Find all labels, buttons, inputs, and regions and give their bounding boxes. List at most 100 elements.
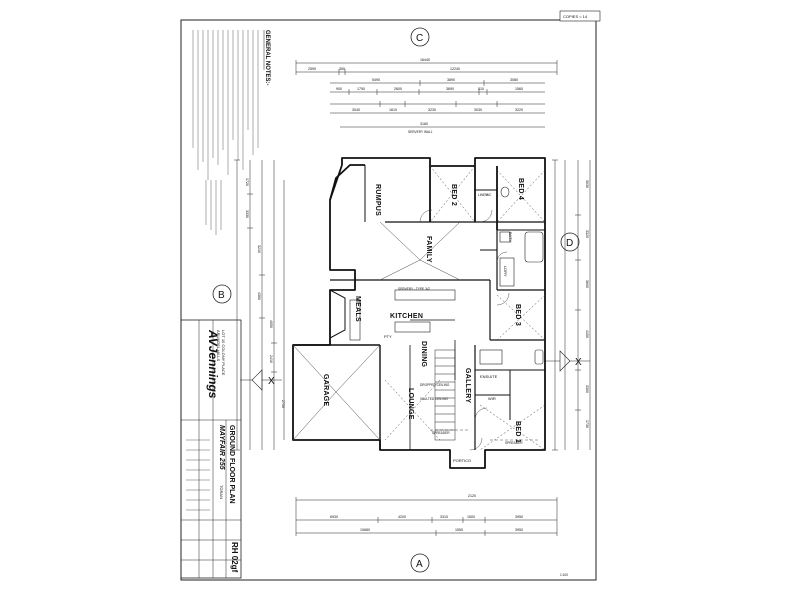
dim-left-1: 3330 bbox=[245, 210, 249, 218]
grid-marker-top bbox=[410, 27, 430, 47]
spreader-label-1: SPREADER bbox=[432, 431, 450, 435]
dim-top-r5-1: 1610 bbox=[389, 108, 397, 112]
grid-marker-right-label: D bbox=[566, 238, 573, 249]
pantry-label: PTY bbox=[384, 334, 392, 339]
dim-right-2: 3600 bbox=[585, 280, 589, 288]
grid-marker-left bbox=[212, 284, 232, 304]
door-swings bbox=[419, 209, 510, 451]
dim-right-3: 4150 bbox=[585, 330, 589, 338]
room-bath: BATH bbox=[508, 232, 513, 242]
bottom-dimensions bbox=[295, 497, 558, 536]
right-dimensions bbox=[552, 159, 591, 451]
room-wir: WIR bbox=[488, 396, 496, 401]
room-laundry: LDRY bbox=[503, 266, 508, 277]
dim-bottom-r1-0: 6930 bbox=[330, 515, 338, 519]
dim-right-1: 3320 bbox=[585, 230, 589, 238]
dropped-ceiling-label: DROPPED CEILING bbox=[420, 383, 450, 387]
grid-marker-left-label: B bbox=[218, 290, 225, 301]
room-gallery: GALLERY bbox=[464, 368, 471, 403]
scale-note: 1:100 bbox=[560, 573, 568, 577]
room-garage: GARAGE bbox=[322, 374, 329, 407]
dim-left-0: 1720 bbox=[245, 178, 249, 186]
general-notes-heading: GENERAL NOTES:- bbox=[264, 30, 270, 86]
section-marker-right: X bbox=[545, 350, 590, 372]
room-kitchen: KITCHEN bbox=[390, 313, 423, 320]
dim-left-5: 2410 bbox=[269, 355, 273, 363]
grid-marker-top-label: C bbox=[416, 33, 423, 44]
dim-bottom-r2-2: 3950 bbox=[515, 528, 523, 532]
room-rumpus: RUMPUS bbox=[374, 184, 381, 216]
dim-bottom-r1-2: 3310 bbox=[440, 515, 448, 519]
room-linen: LINEN bbox=[478, 193, 488, 197]
room-dining: DINING bbox=[420, 341, 427, 368]
wc-label: WC bbox=[486, 193, 492, 197]
dim-top-r2-1: 350 bbox=[339, 67, 345, 71]
room-family: FAMILY bbox=[425, 236, 432, 263]
left-dimensions bbox=[234, 159, 285, 451]
dim-top-r3-2: 3080 bbox=[510, 78, 518, 82]
room-portico: PORTICO bbox=[453, 458, 471, 463]
title-block: AVJennings LOT 10 COLONY PLACE ARUNDEL H… bbox=[180, 319, 242, 579]
dim-bottom-r1-4: 3950 bbox=[515, 515, 523, 519]
copies-stamp: COPIES = 14 bbox=[563, 14, 588, 19]
room-bed3: BED 3 bbox=[514, 304, 521, 326]
plan-title: GROUND FLOOR PLAN bbox=[228, 425, 235, 504]
dim-top-r3-0: 5490 bbox=[372, 78, 380, 82]
dim-top-r4-5: 1560 bbox=[515, 87, 523, 91]
dim-top-r4-1: 1750 bbox=[357, 87, 365, 91]
room-bed4: BED 4 bbox=[517, 178, 524, 200]
dim-top-r4-0: 900 bbox=[336, 87, 342, 91]
general-notes: GENERAL NOTES:- bbox=[192, 30, 270, 235]
dim-top-r6-0: 3160 bbox=[420, 122, 428, 126]
dim-top-r5-2: 3230 bbox=[428, 108, 436, 112]
dim-bottom-r0-0: 2120 bbox=[468, 494, 476, 498]
grid-marker-right bbox=[560, 232, 580, 252]
section-marker-right-label: X bbox=[575, 357, 582, 368]
room-ensuite: ENSUITE bbox=[480, 374, 498, 379]
bathroom-fixtures bbox=[479, 186, 544, 365]
lot-line: LOT 10 COLONY PLACE bbox=[221, 330, 226, 376]
roof-hip-lines bbox=[292, 165, 546, 451]
dim-left-6: 2750 bbox=[281, 400, 285, 408]
dim-top-r5-4: 3220 bbox=[515, 108, 523, 112]
sheet-number: RH 02gf bbox=[230, 542, 239, 573]
copies-box bbox=[559, 10, 601, 22]
dim-bottom-r2-0: 10680 bbox=[360, 528, 370, 532]
dim-top-r2-0: 2590 bbox=[308, 67, 316, 71]
facade-name: TORAN bbox=[219, 485, 224, 499]
dim-top-r4-4: 510 bbox=[478, 87, 484, 91]
dim-bottom-r1-1: 4200 bbox=[398, 515, 406, 519]
servery-wall-label: SERVERY WALL bbox=[408, 130, 433, 134]
room-bed2: BED 2 bbox=[450, 184, 457, 206]
dim-top-r5-0: 3040 bbox=[352, 108, 360, 112]
dim-bottom-r1-3: 1500 bbox=[467, 515, 475, 519]
section-marker-left: X bbox=[240, 369, 282, 391]
dim-right-0: 3030 bbox=[585, 180, 589, 188]
vaulted-ceiling-label: VAULTED CEILING bbox=[420, 397, 448, 401]
dim-top-r2-2: 12240 bbox=[450, 67, 460, 71]
room-lounge: LOUNGE bbox=[407, 388, 414, 420]
spreader-label-2: SPREADER bbox=[505, 441, 523, 445]
room-bed1: BED 1 bbox=[514, 421, 521, 443]
brand-logo-text: AVJennings bbox=[206, 329, 220, 399]
section-marker-left-label: X bbox=[268, 376, 275, 387]
dim-top-r3-1: 3890 bbox=[447, 78, 455, 82]
dim-top-r4-2: 2600 bbox=[394, 87, 402, 91]
dim-right-5: 1730 bbox=[585, 420, 589, 428]
sheet-border bbox=[180, 19, 597, 581]
dim-bottom-r2-1: 1550 bbox=[455, 528, 463, 532]
design-name: MAYFAIR 255 bbox=[218, 425, 225, 470]
dim-top-r5-3: 3030 bbox=[474, 108, 482, 112]
dim-right-4: 3300 bbox=[585, 385, 589, 393]
building-walls bbox=[292, 157, 546, 469]
meals-bay-window bbox=[329, 289, 346, 339]
top-dimensions bbox=[295, 60, 558, 128]
room-meals: MEALS bbox=[354, 296, 361, 322]
dim-top-overall: 16440 bbox=[420, 58, 430, 62]
kitchen-benches bbox=[349, 289, 456, 341]
dim-left-4: 4050 bbox=[269, 320, 273, 328]
servery-annotation: SERVERY - TYPE 'A2' bbox=[398, 287, 431, 291]
grid-marker-bottom bbox=[410, 553, 430, 573]
